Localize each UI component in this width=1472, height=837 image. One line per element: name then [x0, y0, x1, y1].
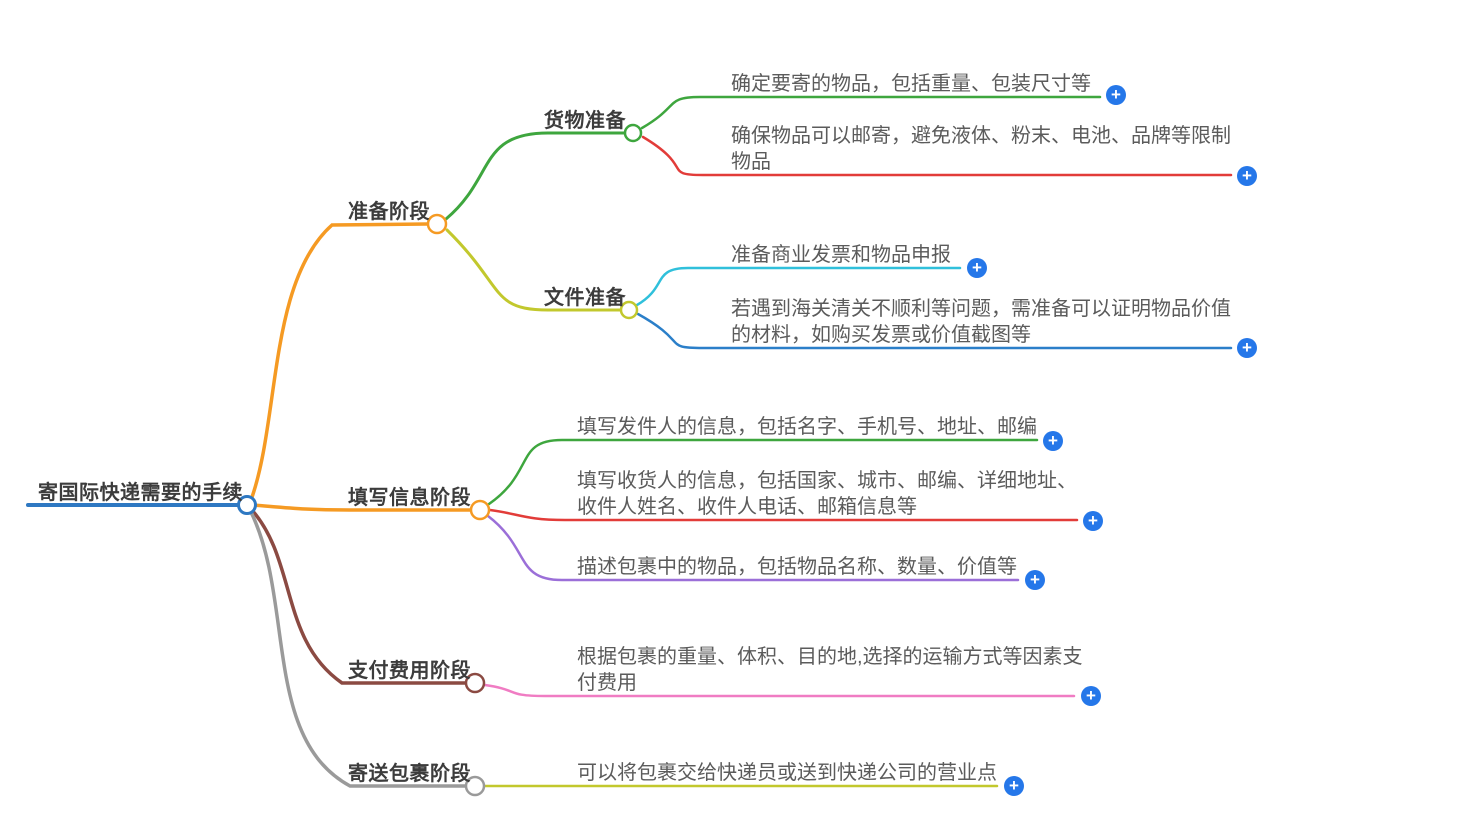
edge-leaf-fill-3: [486, 514, 1020, 582]
add-child-button[interactable]: +: [967, 258, 987, 278]
root-label[interactable]: 寄国际快递需要的手续: [38, 482, 243, 504]
edge-leaf-pay-1: [483, 683, 1076, 698]
edge-goods-prepare: [444, 131, 626, 221]
add-child-button[interactable]: +: [1237, 166, 1257, 186]
leaf-fill-3[interactable]: 描述包裹中的物品，包括物品名称、数量、价值等: [577, 556, 1017, 578]
add-child-button[interactable]: +: [1081, 686, 1101, 706]
edge-pay-stage: [249, 507, 467, 685]
send-stage-handle[interactable]: [464, 775, 486, 797]
edge-docs-prepare: [445, 228, 622, 312]
leaf-goods-2[interactable]: 确保物品可以邮寄，避免液体、粉末、电池、品牌等限制物品: [731, 125, 1231, 173]
leaf-send-1[interactable]: 可以将包裹交给快递员或送到快递公司的营业点: [577, 762, 997, 784]
leaf-fill-2[interactable]: 填写收货人的信息，包括国家、城市、邮编、详细地址、收件人姓名、收件人电话、邮箱信…: [577, 470, 1077, 518]
add-child-button[interactable]: +: [1083, 511, 1103, 531]
edge-leaf-goods-1: [640, 95, 1102, 130]
edge-leaf-fill-2: [488, 508, 1079, 522]
docs-prepare-handle[interactable]: [619, 300, 639, 320]
add-child-button[interactable]: +: [1106, 85, 1126, 105]
leaf-docs-2[interactable]: 若遇到海关清关不顺利等问题，需准备可以证明物品价值的材料，如购买发票或价值截图等: [731, 298, 1231, 346]
edge-leaf-goods-2: [641, 135, 1233, 177]
branch-label-prepare[interactable]: 准备阶段: [348, 201, 430, 223]
node-label-docs[interactable]: 文件准备: [544, 287, 626, 309]
branch-label-fill-info[interactable]: 填写信息阶段: [348, 487, 471, 509]
branch-label-send[interactable]: 寄送包裹阶段: [348, 763, 471, 785]
prepare-stage-handle[interactable]: [426, 213, 448, 235]
add-child-button[interactable]: +: [1043, 431, 1063, 451]
edge-leaf-docs-2: [636, 312, 1233, 350]
leaf-pay-1[interactable]: 根据包裹的重量、体积、目的地,选择的运输方式等因素支付费用: [577, 646, 1083, 694]
add-child-button[interactable]: +: [1004, 776, 1024, 796]
leaf-fill-1[interactable]: 填写发件人的信息，包括名字、手机号、地址、邮编: [577, 416, 1037, 438]
node-label-goods[interactable]: 货物准备: [544, 110, 626, 132]
edge-leaf-docs-1: [635, 266, 962, 307]
add-child-button[interactable]: +: [1237, 338, 1257, 358]
goods-prepare-handle[interactable]: [623, 123, 643, 143]
root-node-handle[interactable]: [237, 495, 257, 515]
edge-send-stage: [248, 508, 467, 788]
edge-leaf-fill-1: [487, 438, 1039, 506]
leaf-docs-1[interactable]: 准备商业发票和物品申报: [731, 244, 951, 266]
fill-info-stage-handle[interactable]: [469, 499, 491, 521]
edge-prepare-stage: [249, 222, 429, 502]
leaf-goods-1[interactable]: 确定要寄的物品，包括重量、包装尺寸等: [731, 73, 1091, 95]
branch-label-pay[interactable]: 支付费用阶段: [348, 660, 471, 682]
add-child-button[interactable]: +: [1025, 570, 1045, 590]
pay-stage-handle[interactable]: [464, 672, 486, 694]
edge-fill-info-stage: [251, 503, 472, 512]
